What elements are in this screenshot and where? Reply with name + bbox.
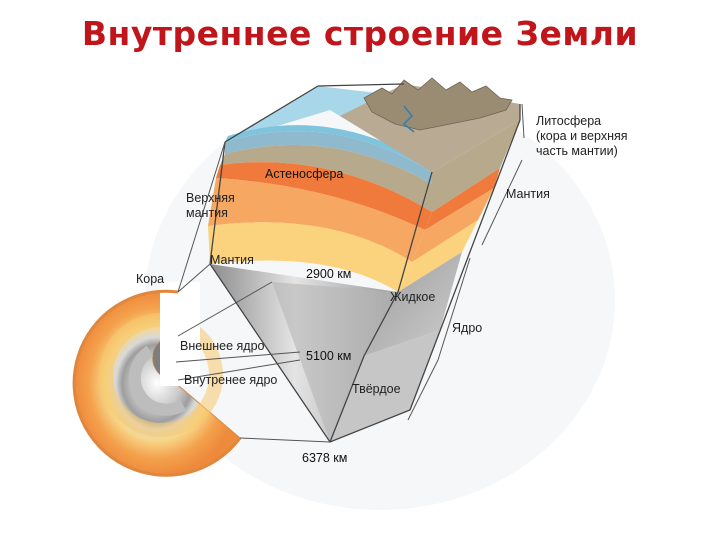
block-top-surface — [225, 77, 520, 172]
label-mantle-left: Мантия — [210, 253, 254, 267]
label-outer-core: Внешнее ядро — [180, 339, 265, 353]
label-depth-2900: 2900 км — [306, 267, 351, 281]
label-core: Ядро — [452, 321, 482, 335]
label-mantle-right: Мантия — [506, 187, 550, 201]
label-upper-mantle-1: Верхняя — [186, 191, 235, 205]
right-brackets — [407, 103, 525, 421]
label-lithosphere-1: Литосфера — [536, 114, 601, 128]
block-front-face — [208, 131, 432, 442]
block-right-face — [330, 120, 520, 442]
label-lithosphere-2: (кора и верхняя — [536, 129, 628, 143]
label-inner-core: Внутренее ядро — [184, 373, 277, 387]
label-depth-6378: 6378 км — [302, 451, 347, 465]
label-crust: Кора — [136, 272, 164, 286]
earth-cutaway-sphere — [72, 282, 242, 477]
label-depth-5100: 5100 км — [306, 349, 351, 363]
label-liquid: Жидкое — [390, 290, 435, 304]
label-solid: Твёрдое — [352, 382, 401, 396]
label-upper-mantle-2: мантия — [186, 206, 228, 220]
page-title: Внутреннее строение Земли — [81, 14, 639, 53]
label-lithosphere-3: часть мантии) — [536, 144, 618, 158]
label-asthenosphere: Астеносфера — [265, 167, 343, 181]
connector-lines — [175, 141, 331, 443]
